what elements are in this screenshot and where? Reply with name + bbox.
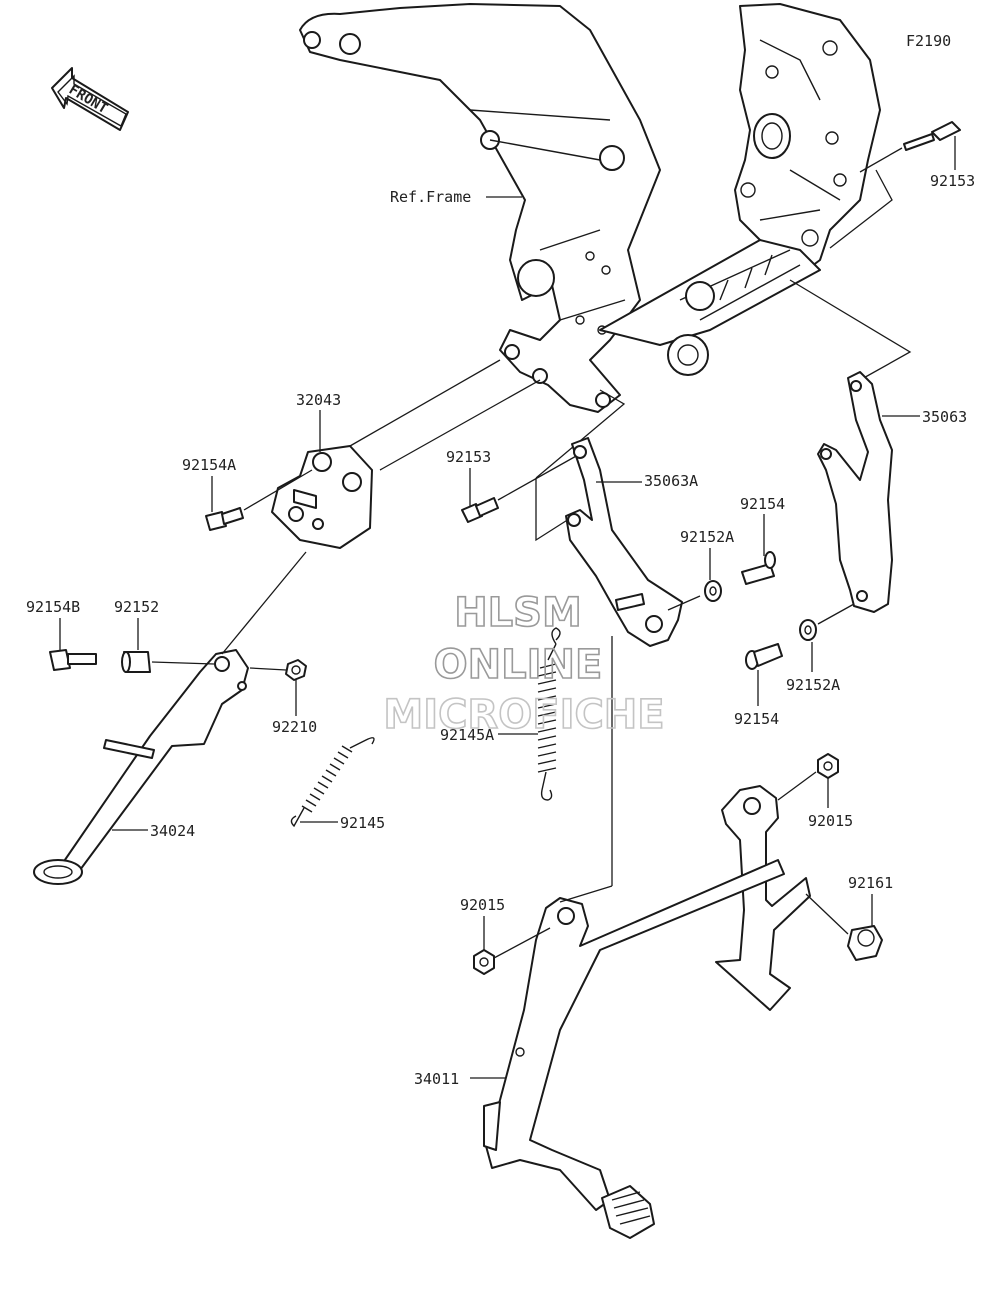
part-34011-center-stand [483, 785, 811, 1239]
part-35063-bracket [817, 371, 893, 613]
part-92153-top-bolt [903, 121, 961, 151]
label-92153-mid: 92153 [446, 448, 491, 466]
part-92210-nut [285, 659, 307, 681]
frame-reference [299, 3, 881, 413]
label-92015-left: 92015 [460, 896, 505, 914]
label-92152: 92152 [114, 598, 159, 616]
part-92154-top-bolt [741, 551, 776, 585]
label-92152A-top: 92152A [680, 528, 734, 546]
label-34011: 34011 [414, 1070, 459, 1088]
part-92145-spring [290, 737, 375, 828]
label-35063: 35063 [922, 408, 967, 426]
label-92145: 92145 [340, 814, 385, 832]
part-92153-mid-bolt [461, 497, 499, 523]
front-arrow-icon: FRONT [51, 67, 129, 131]
part-92154-bottom-bolt [745, 643, 783, 670]
figure-code: F2190 [906, 32, 951, 50]
label-92145A: 92145A [440, 726, 494, 744]
part-35063A-bracket [565, 437, 683, 647]
label-92015-right: 92015 [808, 812, 853, 830]
ref-frame-label: Ref.Frame [390, 188, 471, 206]
label-92154A: 92154A [182, 456, 236, 474]
part-92145A-spring [537, 627, 561, 801]
label-92152A-bottom: 92152A [786, 676, 840, 694]
part-92152A-bottom-collar [799, 619, 817, 641]
part-92154A-bolt [205, 507, 244, 531]
label-35063A: 35063A [644, 472, 698, 490]
label-92161: 92161 [848, 874, 893, 892]
part-92161-rubber [847, 925, 883, 961]
watermark-line1: HLSM [454, 590, 582, 636]
label-92153-top: 92153 [930, 172, 975, 190]
label-92154-bottom: 92154 [734, 710, 779, 728]
label-92154B: 92154B [26, 598, 80, 616]
part-92015-right-nut [817, 753, 839, 779]
label-34024: 34024 [150, 822, 195, 840]
part-92152A-top-collar [704, 580, 722, 602]
watermark-line3: MICROFICHE [383, 692, 664, 738]
part-92154B-bolt [49, 649, 97, 671]
label-32043: 32043 [296, 391, 341, 409]
part-92015-left-nut [473, 949, 495, 975]
part-34024-side-stand [33, 649, 249, 885]
part-92152-collar [121, 651, 151, 673]
part-32043-bracket [271, 445, 373, 549]
label-92154-top: 92154 [740, 495, 785, 513]
label-92210: 92210 [272, 718, 317, 736]
watermark-line2: ONLINE [434, 642, 603, 688]
